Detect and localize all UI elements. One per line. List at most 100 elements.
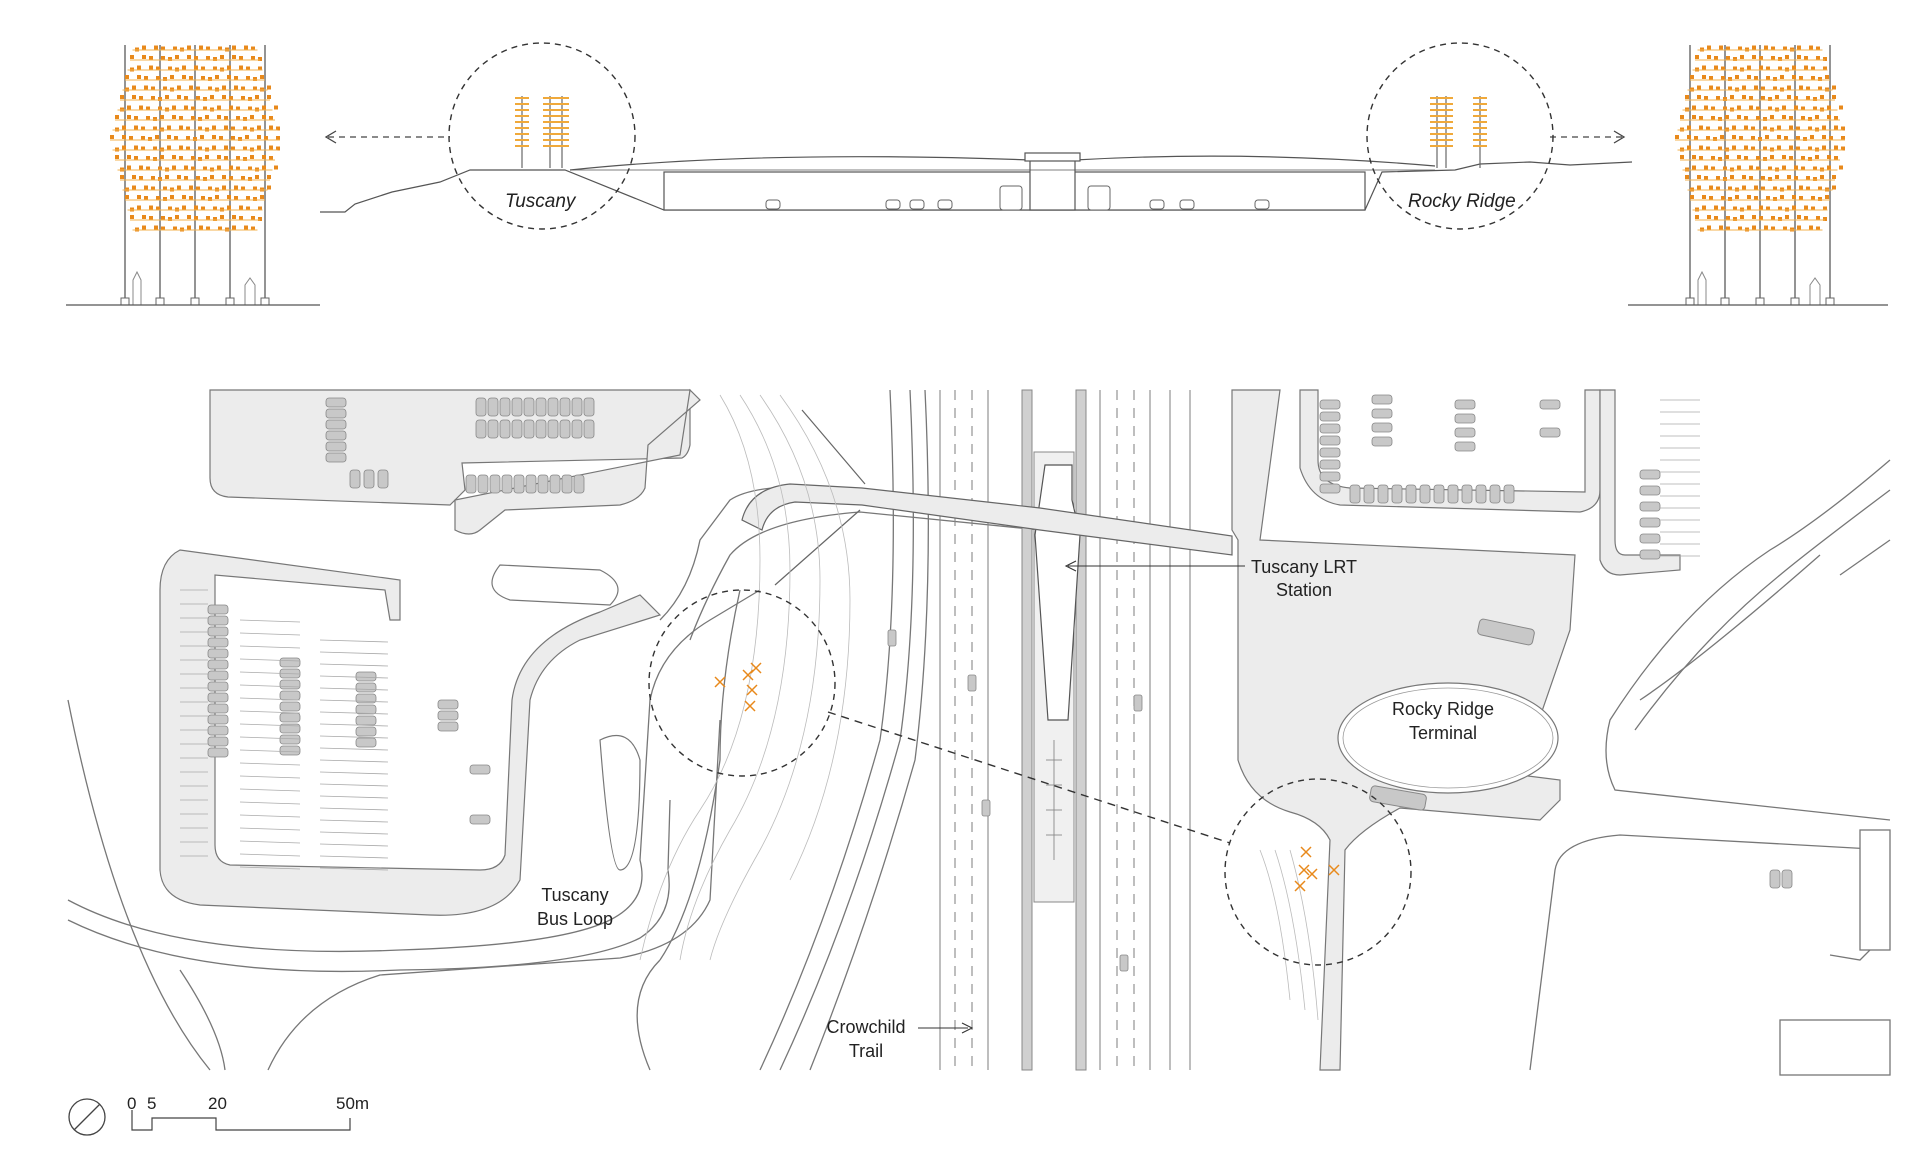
stall-line (239, 684, 301, 688)
leaf-dot (1809, 45, 1813, 50)
leaf-dot (1813, 177, 1817, 181)
parked-car (1419, 484, 1431, 504)
stall-line (319, 675, 389, 679)
leaf-dot (193, 137, 197, 141)
leaf-dot (175, 215, 179, 219)
parked-car (325, 441, 347, 452)
leaf-dot (151, 86, 155, 91)
leaf-dot (122, 145, 126, 150)
leaf-dot (229, 96, 233, 100)
parked-car (513, 474, 525, 494)
stall-line (319, 735, 389, 739)
leaf-dot (189, 76, 193, 80)
leaf-dot (1711, 156, 1715, 160)
leaf-dot (1811, 196, 1815, 200)
parked-car (1371, 436, 1393, 447)
stall-line (319, 867, 389, 871)
leaf-dot (215, 195, 219, 199)
leaf-dot (115, 115, 119, 119)
trunk-base (1825, 297, 1835, 306)
parked-car (465, 474, 477, 494)
leaf-dot (232, 45, 236, 50)
leaf-dot (1723, 166, 1727, 171)
leaf-dot (260, 195, 264, 199)
leaf-dot (182, 65, 186, 70)
leaf-dot (1832, 95, 1836, 99)
leaf-dot (191, 116, 195, 120)
leaf-dot (1725, 115, 1729, 119)
leaf-dot (149, 205, 153, 210)
leaf-dot (1841, 136, 1845, 140)
parked-car (279, 712, 301, 723)
leaf-dot (253, 77, 257, 81)
leaf-dot (184, 176, 188, 180)
leaf-dot (222, 185, 226, 190)
leaf-dot (153, 117, 157, 121)
leaf-dot (1827, 155, 1831, 159)
leaf-dot (212, 125, 216, 130)
leaf-dot (1811, 206, 1815, 211)
leaf-dot (199, 45, 203, 50)
leaf-dot (1707, 225, 1711, 230)
leaf-dot (1768, 106, 1772, 111)
leaf-dot (1770, 115, 1774, 119)
leaf-dot (1728, 77, 1732, 81)
leaf-dot (1822, 125, 1826, 130)
leaf-dot (264, 136, 268, 140)
leaf-dot (134, 156, 138, 160)
leaf-dot (1744, 145, 1748, 150)
parked-car (207, 659, 229, 670)
stall-line (239, 710, 301, 714)
leaf-dot (127, 155, 131, 159)
leaf-dot (167, 125, 171, 130)
stall-line (319, 843, 389, 847)
leaf-dot (1806, 186, 1810, 191)
stall-line (239, 736, 301, 740)
leaf-dot (1751, 136, 1755, 140)
leaf-dot (139, 176, 143, 180)
stall-line (319, 855, 389, 859)
leaf-dot (1768, 166, 1772, 171)
leaf-dot (213, 66, 217, 71)
leaf-dot (191, 166, 195, 171)
leaf-dot (1702, 75, 1706, 79)
leaf-dot (1801, 156, 1805, 160)
stall-line (319, 687, 389, 691)
leaf-dot (1823, 66, 1827, 71)
leaf-dot (1766, 66, 1770, 71)
leaf-dot (1815, 115, 1819, 119)
leaf-dot (156, 196, 160, 200)
plan-roads-left (67, 389, 1221, 1071)
circle-connector (827, 711, 1231, 844)
stall-line (319, 831, 389, 835)
left-tree-group (110, 45, 280, 306)
leaf-dot (244, 45, 248, 50)
parked-car (437, 699, 459, 710)
leaf-dot (1756, 116, 1760, 120)
leaf-dot (168, 57, 172, 61)
leaf-dot (122, 135, 126, 139)
pedestrian-bridge (741, 483, 1233, 556)
leaf-dot (241, 86, 245, 91)
parked-car (355, 693, 377, 704)
leaf-dot (1808, 117, 1812, 121)
leaf-dot (1702, 65, 1706, 70)
leaf-dot (141, 146, 145, 151)
leaf-dot (246, 66, 250, 71)
leaf-dot (1759, 56, 1763, 60)
leaf-dot (1680, 115, 1684, 119)
parked-car (325, 419, 347, 430)
leaf-dot (248, 166, 252, 171)
leaf-dot (1709, 185, 1713, 190)
leaf-dot (210, 95, 214, 99)
stall-line (319, 759, 389, 763)
leaf-dot (217, 115, 221, 119)
leaf-dot (153, 157, 157, 161)
leaf-dot (243, 117, 247, 121)
leaf-dot (257, 125, 261, 130)
leaf-dot (243, 126, 247, 131)
leaf-dot (127, 165, 131, 170)
leaf-dot (1773, 77, 1777, 81)
lrt-station-label-line1: Tuscany LRT (1251, 557, 1357, 577)
leaf-dot (218, 226, 222, 231)
